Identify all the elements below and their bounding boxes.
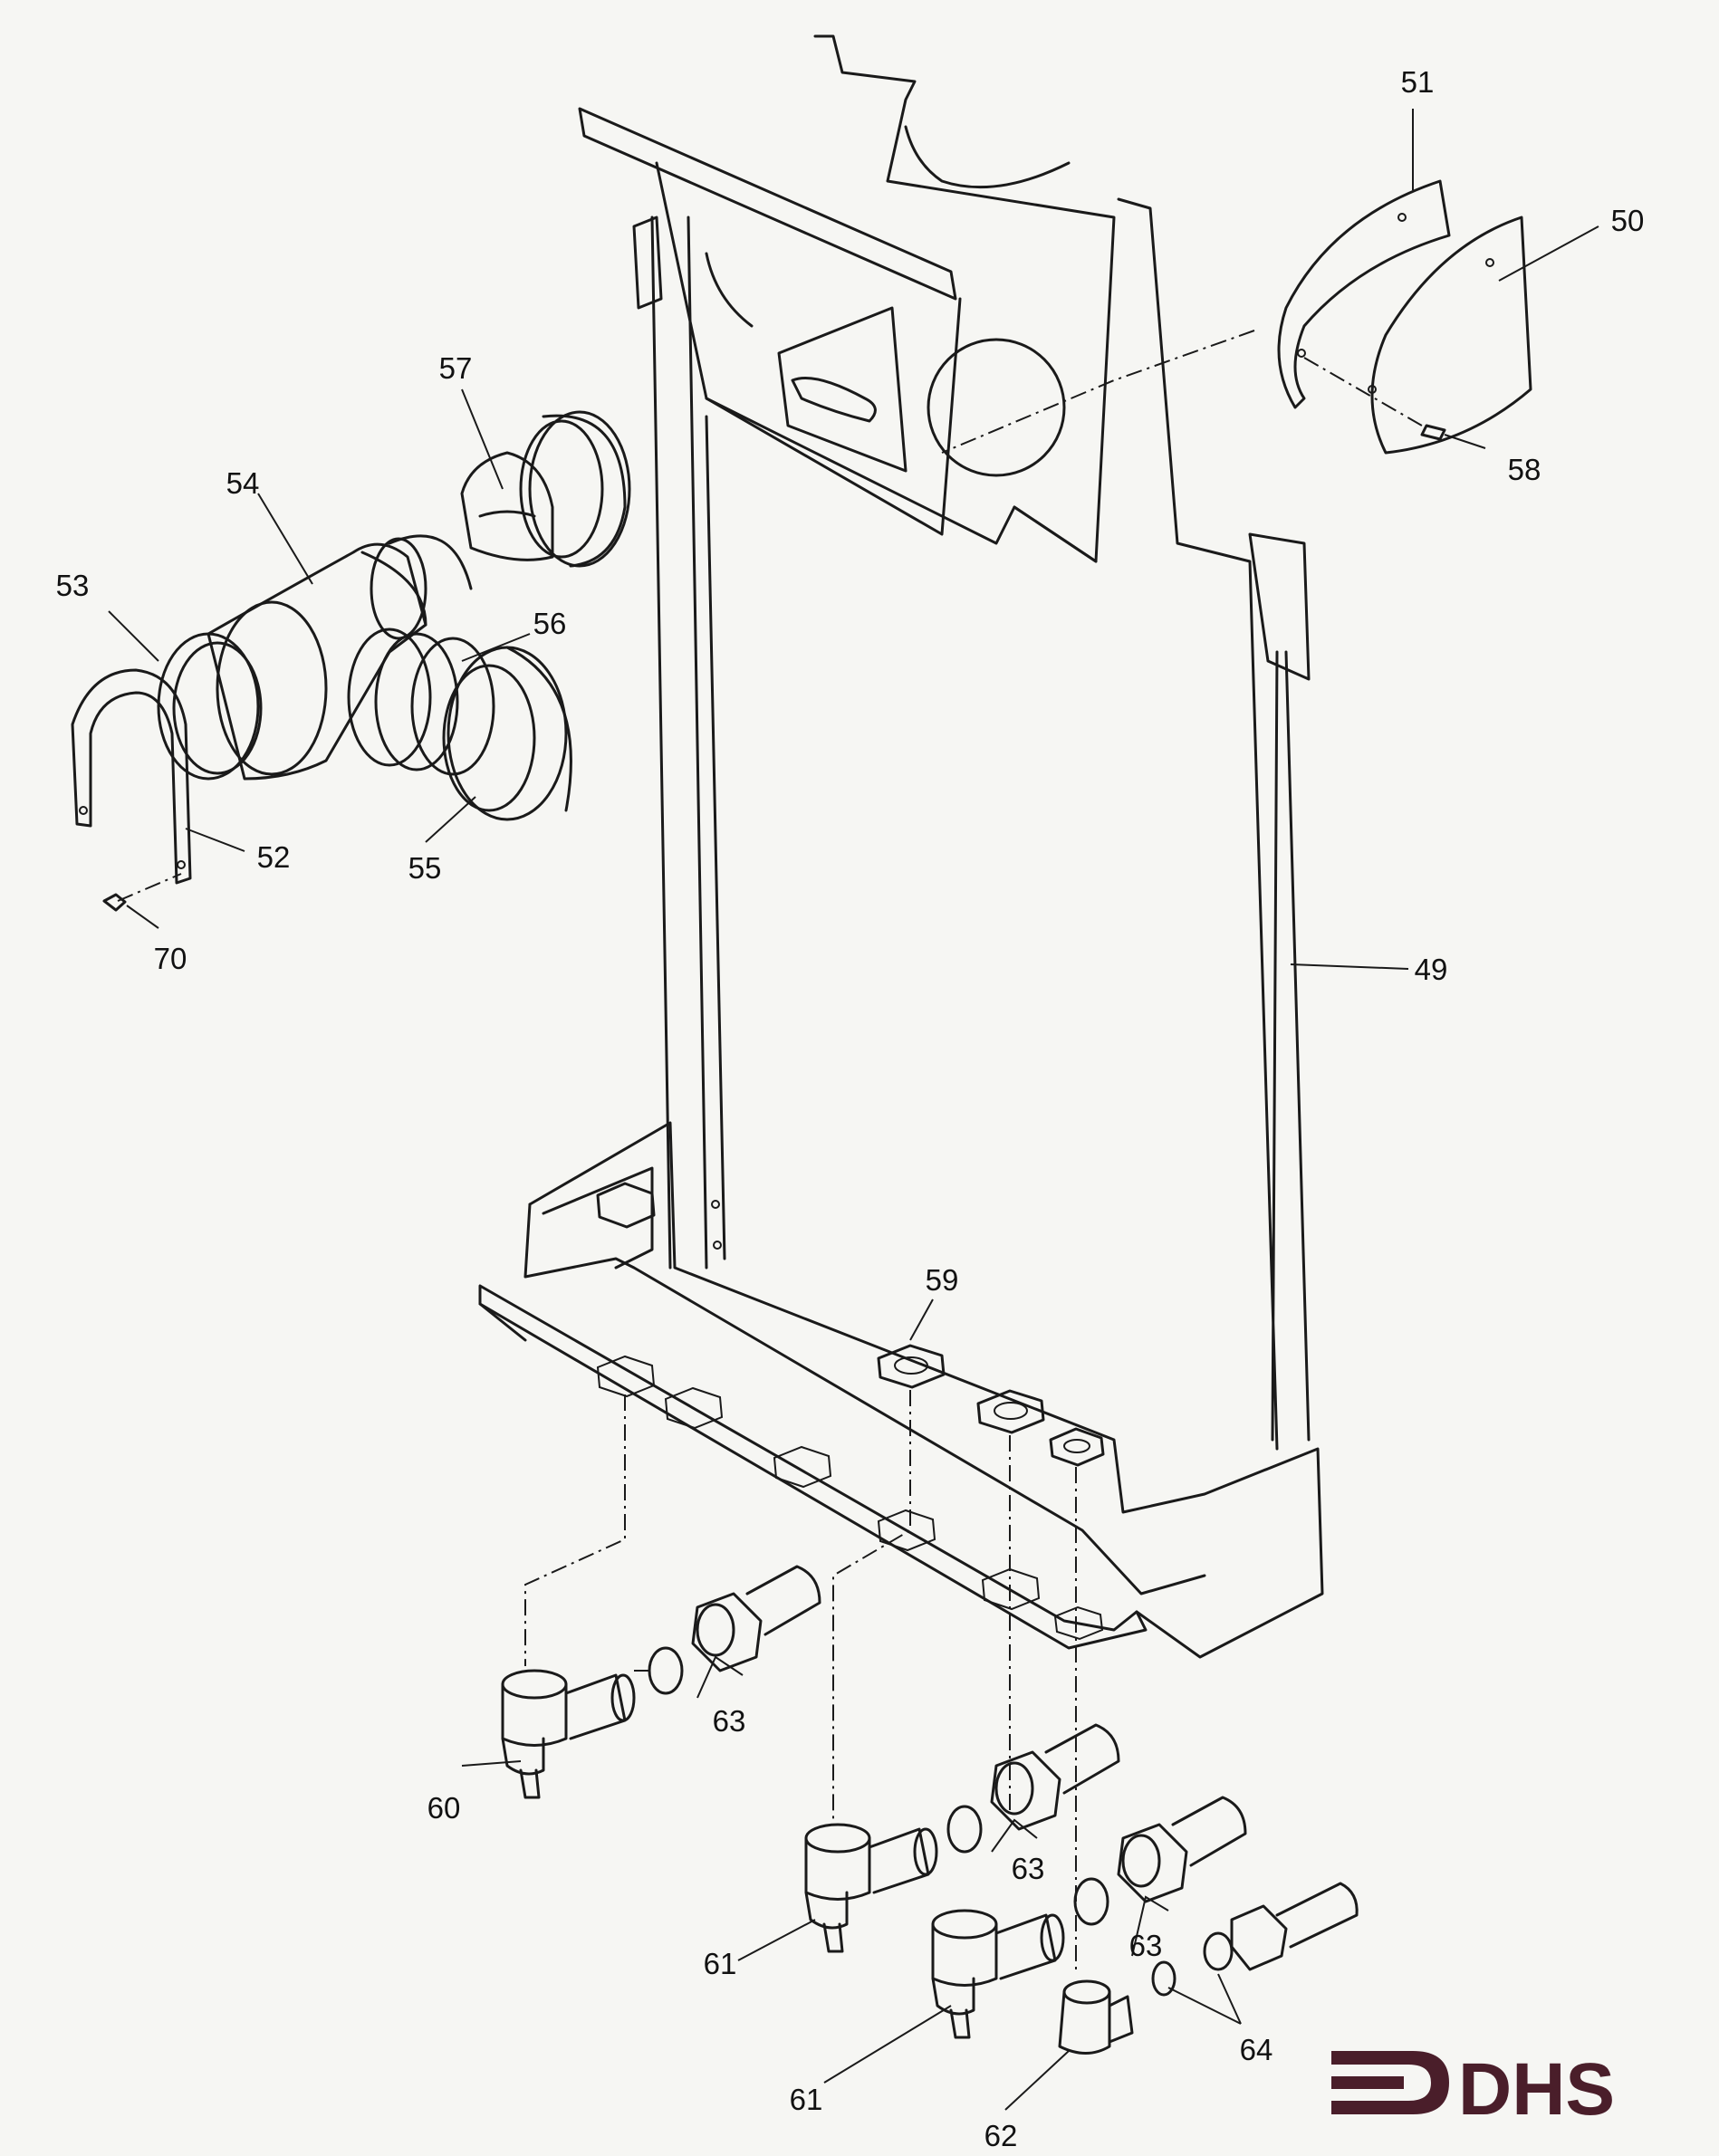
label-57: 57 [439, 351, 473, 385]
leader-lines [108, 109, 1599, 2111]
label-63-first: 63 [713, 1704, 746, 1738]
label-60: 60 [427, 1791, 461, 1825]
alignment-lines [117, 330, 1423, 1974]
logo-mark [1331, 2051, 1449, 2114]
label-52: 52 [257, 840, 291, 874]
label-55: 55 [408, 851, 442, 885]
label-61-lower: 61 [790, 2083, 823, 2116]
nuts-59 [877, 1344, 1105, 1467]
label-61-upper: 61 [704, 1947, 737, 1980]
part-number-labels: 49 50 51 52 53 54 55 56 57 58 59 60 61 6… [56, 65, 1645, 2152]
boiler-frame [478, 34, 1324, 1659]
label-54: 54 [226, 466, 260, 500]
label-70: 70 [154, 942, 187, 975]
label-50: 50 [1611, 204, 1645, 237]
label-62: 62 [984, 2119, 1018, 2152]
logo-text: DHS [1458, 2048, 1615, 2131]
label-63-second: 63 [1012, 1852, 1045, 1885]
flue-elbow-assembly [71, 410, 631, 912]
label-59: 59 [926, 1263, 959, 1297]
label-64: 64 [1240, 2033, 1273, 2066]
side-cover-plates [1277, 179, 1532, 455]
label-51: 51 [1401, 65, 1435, 99]
label-56: 56 [533, 607, 567, 640]
screw-58 [1420, 424, 1446, 441]
label-49: 49 [1415, 953, 1448, 986]
dhs-logo: DHS [1331, 2048, 1615, 2131]
valves-and-fittings [501, 1565, 1359, 2055]
label-63-third: 63 [1129, 1929, 1163, 1962]
label-58: 58 [1508, 453, 1541, 486]
label-53: 53 [56, 569, 90, 602]
